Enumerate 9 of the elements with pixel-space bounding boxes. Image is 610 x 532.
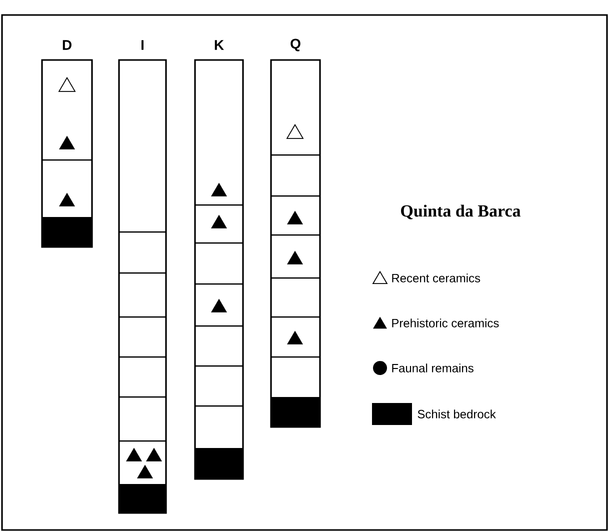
title: Quinta da Barca [401,204,521,220]
legend-label: Recent ceramics [392,274,480,282]
legend-label: Prehistoric ceramics [392,318,499,328]
column-heading: D [62,40,72,50]
legend-label: Schist bedrock [418,410,496,418]
column-heading: K [214,40,224,50]
column-heading: Q [290,38,300,52]
column-heading: I [142,40,144,50]
legend-label: Faunal remains [392,364,474,372]
